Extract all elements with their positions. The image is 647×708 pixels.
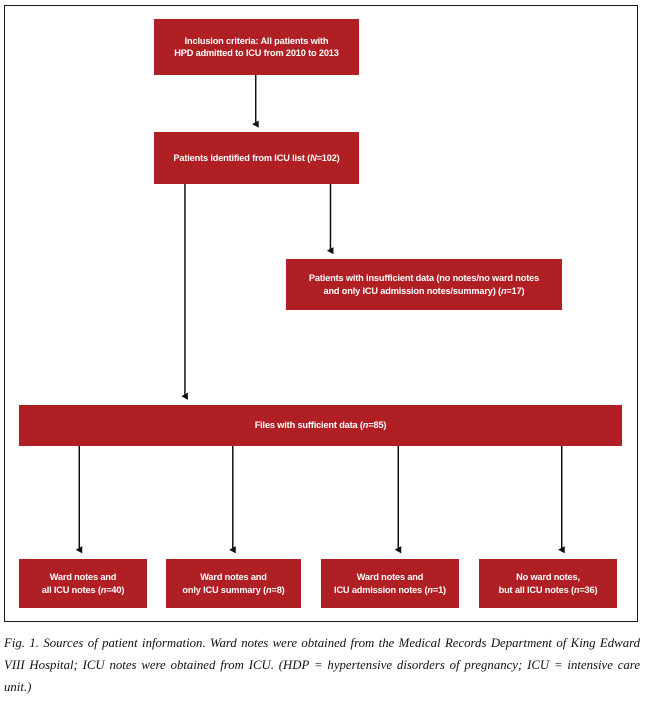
node-files-sufficient-data: Files with sufficient data (n=85): [19, 405, 622, 446]
node-sufficient-text-after: =85): [368, 420, 387, 431]
node-ward-notes-all-icu-notes: Ward notes and all ICU notes (n=40): [19, 559, 147, 608]
node-no-ward-notes-all-icu-notes: No ward notes, but all ICU notes (n=36): [479, 559, 617, 608]
node-no-ward-symbol: n: [573, 584, 580, 595]
node-insufficient-line2-before: and only ICU admission notes/summary) (: [323, 285, 502, 296]
figure-frame: Inclusion criteria: All patients with HP…: [4, 5, 638, 622]
node-inclusion-line1: Inclusion criteria: All patients with: [184, 35, 329, 46]
figure-caption: Fig. 1. Sources of patient information. …: [4, 636, 640, 694]
node-identified-text-before: Patients identified from ICU list (: [173, 152, 311, 163]
node-all-icu-line2-after: =40): [106, 584, 125, 595]
flowchart-connectors: [75, 74, 565, 554]
node-inclusion-line2: HPD admitted to ICU from 2010 to 2013: [174, 48, 339, 58]
node-only-sum-line1: Ward notes and: [200, 572, 267, 583]
node-identified-symbol: N: [310, 152, 317, 163]
node-all-icu-line1: Ward notes and: [49, 572, 117, 583]
node-insufficient-line1: Patients with insufficient data (no note…: [308, 273, 540, 284]
node-only-sum-symbol: n: [266, 584, 272, 595]
node-sufficient-symbol: n: [362, 420, 369, 431]
node-only-sum-line2-after: =8): [271, 584, 285, 595]
node-all-icu-line2-before: all ICU notes (: [41, 584, 101, 595]
node-no-ward-line1: No ward notes,: [516, 572, 580, 583]
node-admission-line2-before: ICU admission notes (: [334, 584, 428, 595]
node-no-ward-line2-before: but all ICU notes (: [498, 584, 574, 595]
node-patients-identified: Patients identified from ICU list (N=102…: [154, 132, 359, 184]
node-sufficient-text-before: Files with sufficient data (: [254, 420, 363, 431]
node-inclusion-criteria: Inclusion criteria: All patients with HP…: [154, 19, 359, 75]
node-all-icu-symbol: n: [100, 584, 107, 595]
node-insufficient-data: Patients with insufficient data (no note…: [286, 259, 562, 310]
node-no-ward-line2-after: =36): [579, 584, 598, 595]
node-insufficient-line2-after: =17): [506, 285, 525, 296]
node-admission-line1: Ward notes and: [356, 572, 424, 583]
node-only-sum-line2-before: only ICU summary (: [182, 584, 267, 595]
node-admission-line2-after: =1): [432, 584, 446, 595]
node-admission-symbol: n: [427, 584, 433, 595]
node-ward-notes-only-icu-summary: Ward notes and only ICU summary (n=8): [166, 559, 301, 608]
node-ward-notes-icu-admission-notes: Ward notes and ICU admission notes (n=1): [321, 559, 459, 608]
node-insufficient-symbol: n: [500, 285, 507, 296]
node-identified-text-after: =102): [316, 152, 340, 163]
